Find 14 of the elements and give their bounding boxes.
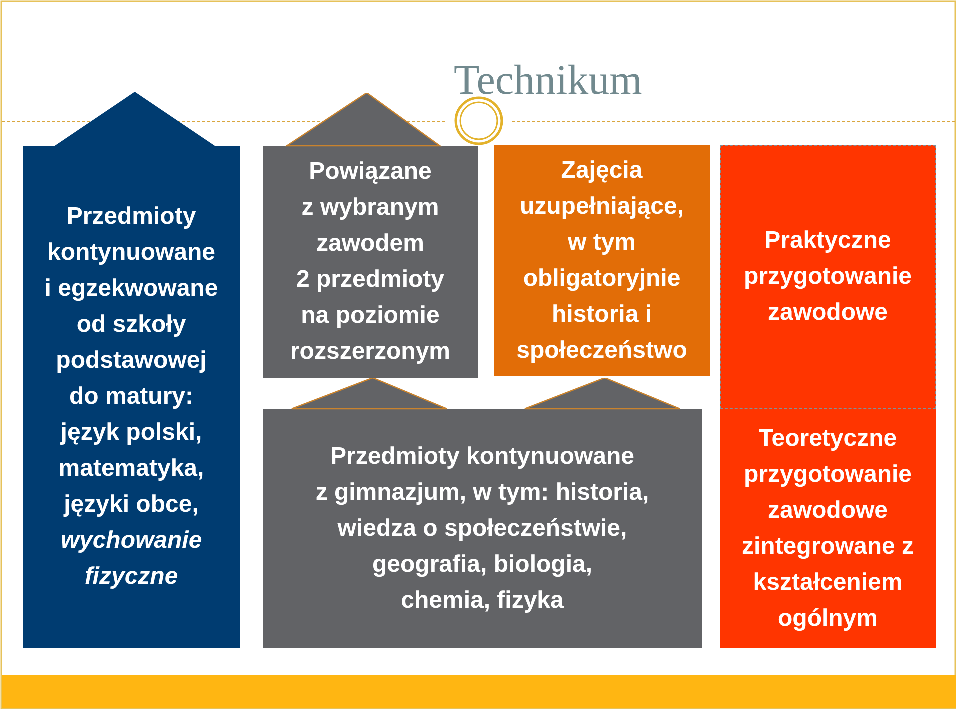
panel: [494, 145, 710, 376]
house-shape: [263, 378, 702, 648]
foundation-bar: [2, 675, 956, 708]
panel-text: Zajęcia uzupełniające, w tym obligatoryjnie historia i społeczeństwo: [516, 156, 688, 366]
panel-text: Przedmioty kontynuowane i egzekwowane od szkoły podstawowej do matury: język polski, matematyka, języki obce, wychowanie fizyczne: [44, 202, 220, 592]
house-shape: [23, 92, 240, 648]
panel: [720, 409, 936, 648]
panel-text: Teoretyczne przygotowanie zawodowe zintegrowane z kształceniem ogólnym: [742, 424, 914, 634]
panel-text: Powiązane z wybranym zawodem 2 przedmioty na poziomie rozszerzonym: [290, 157, 451, 367]
house-shape: [263, 93, 478, 378]
panel-text: Przedmioty kontynuowane z gimnazjum, w tym: historia, wiedza o społeczeństwie, geografia, biologia, chemia, fizyka: [316, 442, 650, 616]
panel-text: Praktyczne przygotowanie zawodowe: [744, 226, 912, 328]
title: Technikum: [454, 57, 642, 105]
panel: [720, 145, 936, 409]
